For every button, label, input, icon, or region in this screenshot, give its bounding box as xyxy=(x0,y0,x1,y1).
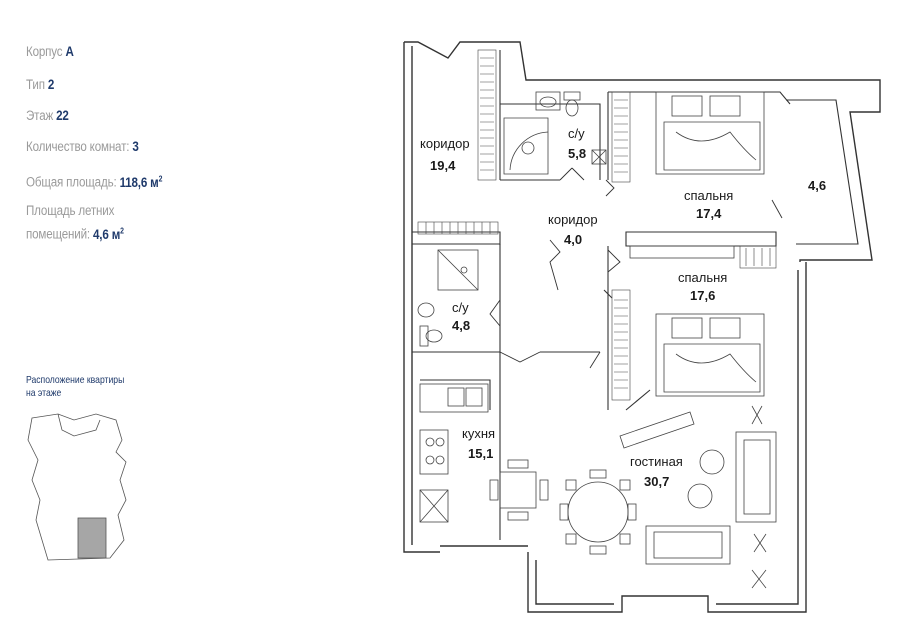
bathroom-1-label: с/у xyxy=(568,126,585,141)
summer-area-label: Площадь летних xyxy=(26,203,115,218)
total-area-row: Общая площадь: 118,6 м2 xyxy=(26,171,162,191)
corridor-1-area: 19,4 xyxy=(430,158,456,173)
balcony-area: 4,6 xyxy=(808,178,826,193)
bedroom-2-label: спальня xyxy=(678,270,727,285)
bedroom-2-area: 17,6 xyxy=(690,288,715,303)
wardrobes xyxy=(417,49,777,401)
beds xyxy=(629,91,765,397)
bathroom-2-label: с/у xyxy=(452,300,469,315)
type-label: Тип xyxy=(26,77,45,92)
interior-walls xyxy=(412,50,791,540)
corridor-2-area: 4,0 xyxy=(564,232,582,247)
location-title: Расположение квартиры на этаже xyxy=(26,374,125,399)
floor-row: Этаж 22 xyxy=(26,108,69,124)
key-plan xyxy=(27,413,127,561)
floor-label: Этаж xyxy=(26,108,54,123)
living-furniture xyxy=(559,405,777,589)
kitchen-furniture xyxy=(419,383,549,523)
summer-area-label-2: помещений: xyxy=(26,226,90,242)
rooms-count-value: 3 xyxy=(132,139,139,154)
bathroom-2-area: 4,8 xyxy=(452,318,470,333)
kitchen-area: 15,1 xyxy=(468,446,493,461)
rooms-count-row: Количество комнат: 3 xyxy=(26,139,139,155)
floor-value: 22 xyxy=(56,108,69,123)
type-row: Тип 2 xyxy=(26,77,54,93)
building-label: Корпус xyxy=(26,44,63,59)
corridor-2-label: коридор xyxy=(548,212,598,227)
total-area-label: Общая площадь: xyxy=(26,174,117,190)
balcony-outline xyxy=(786,99,859,245)
bedroom-1-area: 17,4 xyxy=(696,206,722,221)
total-area-value: 118,6 м2 xyxy=(119,174,163,190)
building-value: А xyxy=(65,44,74,59)
bathroom-fixtures xyxy=(417,91,607,347)
corridor-1-label: коридор xyxy=(420,136,470,151)
bedroom-1-label: спальня xyxy=(684,188,733,203)
exterior-walls xyxy=(403,41,881,613)
type-value: 2 xyxy=(47,77,55,92)
living-room-label: гостиная xyxy=(630,454,683,469)
summer-area-label-row: Площадь летних xyxy=(26,203,114,219)
rooms-count-label: Количество комнат: xyxy=(26,139,130,154)
summer-area-row: помещений: 4,6 м2 xyxy=(26,223,124,243)
summer-area-value: 4,6 м2 xyxy=(93,226,124,242)
kitchen-label: кухня xyxy=(462,426,495,441)
living-room-area: 30,7 xyxy=(644,474,669,489)
building-row: Корпус А xyxy=(26,44,74,60)
door-swings xyxy=(489,167,783,369)
bathroom-1-area: 5,8 xyxy=(568,146,586,161)
